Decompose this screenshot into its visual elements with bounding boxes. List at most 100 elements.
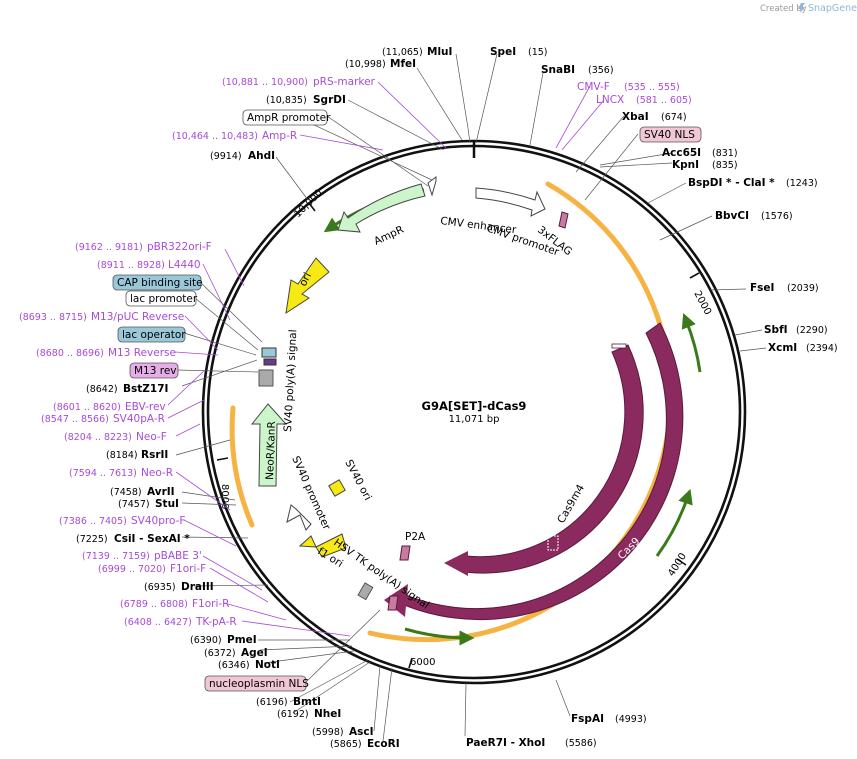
svg-text:FseI: FseI — [750, 282, 774, 294]
primer-f1f[interactable]: (6999 .. 7020) F1ori-F — [98, 563, 206, 575]
tick-6000: 6000 — [410, 657, 435, 668]
enzyme-avrii[interactable]: (7458) AvrII — [110, 486, 175, 498]
enzyme-bmti[interactable]: (6196) BmtI — [256, 696, 321, 708]
cas9m4-arrow — [464, 344, 644, 574]
svg-text:TK-pA-R: TK-pA-R — [195, 616, 237, 628]
enzyme-draiii[interactable]: (6935) DraIII — [144, 581, 214, 593]
sv40-promoter-label: SV40 promoter — [289, 454, 332, 532]
svg-text:DraIII: DraIII — [181, 581, 214, 593]
svg-text:(8184): (8184) — [106, 450, 138, 461]
svg-text:(10,881 .. 10,900): (10,881 .. 10,900) — [222, 77, 308, 88]
primer-neor[interactable]: (7594 .. 7613) Neo-R — [69, 467, 173, 479]
enzyme-noti[interactable]: (6346) NotI — [218, 659, 280, 671]
primer-f1r[interactable]: (6789 .. 6808) F1ori-R — [120, 598, 229, 610]
svg-text:(10,998): (10,998) — [345, 59, 386, 70]
enzyme-rsrii[interactable]: (8184) RsrII — [106, 449, 168, 461]
svg-text:AgeI: AgeI — [241, 647, 268, 659]
plasmid-name: G9A[SET]-dCas9 — [422, 399, 527, 413]
box-leader-lines — [176, 115, 639, 684]
primer-lncx[interactable]: LNCX (581 .. 605) — [596, 94, 692, 106]
enzyme-asci[interactable]: (5998) AscI — [312, 726, 374, 738]
svg-text:F1ori-R: F1ori-R — [192, 598, 229, 610]
svg-text:CMV-F: CMV-F — [577, 81, 610, 93]
enzyme-pmei[interactable]: (6390) PmeI — [190, 634, 257, 646]
box-nucleoplasmin-nls[interactable]: nucleoplasmin NLS — [204, 675, 309, 692]
tick-8000: 8000 — [219, 484, 230, 509]
m13-marker — [263, 358, 277, 366]
svg-text:(6408 .. 6427): (6408 .. 6427) — [124, 617, 192, 628]
sv40-ori-marker — [328, 479, 346, 497]
svg-text:(8547 .. 8566): (8547 .. 8566) — [41, 414, 109, 425]
primer-pbr322[interactable]: (9162 .. 9181) pBR322ori-F — [75, 241, 212, 253]
enzyme-paer7i[interactable]: PaeR7I - XhoI (5586) — [466, 737, 597, 749]
svg-text:CsiI - SexAI *: CsiI - SexAI * — [114, 533, 190, 545]
enzyme-kpni[interactable]: KpnI (835) — [672, 159, 738, 171]
primer-prs-marker[interactable]: (10,881 .. 10,900) pRS-marker — [222, 76, 376, 88]
primer-m13puc[interactable]: (8693 .. 8715) M13/pUC Reverse — [19, 311, 184, 323]
enzyme-mfei[interactable]: (10,998) MfeI — [345, 58, 416, 70]
ampr-label: AmpR — [372, 224, 406, 248]
hsvtk-label: HSV TK poly(A) signal — [331, 537, 431, 612]
enzyme-stui[interactable]: (7457) StuI — [118, 498, 179, 510]
svg-text:(7458): (7458) — [110, 487, 142, 498]
enzyme-agei[interactable]: (6372) AgeI — [204, 647, 268, 659]
enzyme-bstz17i[interactable]: (8642) BstZ17I — [86, 383, 168, 395]
enzyme-nhei[interactable]: (6192) NheI — [277, 708, 341, 720]
enzyme-xcmi[interactable]: XcmI (2394) — [768, 342, 838, 354]
primer-sv40pro[interactable]: (7386 .. 7405) SV40pro-F — [59, 515, 185, 527]
snapgene-logo-icon — [798, 3, 805, 13]
enzyme-acc65i[interactable]: Acc65I (831) — [662, 147, 738, 159]
svg-text:nucleoplasmin NLS: nucleoplasmin NLS — [209, 678, 309, 690]
enzyme-mlui[interactable]: (11,065) MluI — [382, 46, 452, 58]
enzyme-sgrdi[interactable]: (10,835) SgrDI — [266, 94, 346, 106]
svg-text:L4440: L4440 — [168, 259, 201, 271]
svg-text:(7225): (7225) — [76, 534, 108, 545]
neokan-arrow — [250, 403, 288, 487]
enzyme-bspdi[interactable]: BspDI * - ClaI * (1243) — [688, 177, 818, 189]
primer-ebv[interactable]: (8601 .. 8620) EBV-rev — [53, 401, 166, 413]
enzyme-snabi[interactable]: SnaBI (356) — [541, 64, 614, 76]
primer-cmvf[interactable]: CMV-F (535 .. 555) — [577, 81, 680, 93]
box-lac-operator[interactable]: lac operator — [117, 326, 186, 343]
svg-text:SV40 NLS: SV40 NLS — [644, 129, 695, 141]
primer-leader-lines — [167, 81, 605, 637]
primer-pbabe[interactable]: (7139 .. 7159) pBABE 3' — [82, 550, 202, 562]
box-lac-promoter[interactable]: lac promoter — [125, 290, 198, 307]
enzyme-xbai[interactable]: XbaI (674) — [622, 111, 687, 123]
enzyme-spei[interactable]: SpeI (15) — [490, 46, 548, 58]
svg-text:(7386 .. 7405): (7386 .. 7405) — [59, 516, 127, 527]
primer-l4440[interactable]: (8911 .. 8928) L4440 — [97, 259, 201, 271]
enzyme-fsei[interactable]: FseI (2039) — [750, 282, 819, 294]
enzyme-bbvci[interactable]: BbvCI (1576) — [715, 210, 793, 222]
box-m13-rev[interactable]: M13 rev — [129, 362, 179, 379]
enzyme-ecori[interactable]: (5865) EcoRI — [330, 738, 400, 750]
svg-text:BspDI * - ClaI *: BspDI * - ClaI * — [688, 177, 775, 189]
enzyme-fspai[interactable]: FspAI (4993) — [571, 713, 647, 725]
primer-neof[interactable]: (8204 .. 8223) Neo-F — [64, 431, 167, 443]
enzyme-sbfi[interactable]: SbfI (2290) — [764, 324, 828, 336]
p2a-label: P2A — [405, 531, 426, 543]
cas9-arrow — [394, 322, 684, 621]
box-ampr-promoter[interactable]: AmpR promoter — [242, 109, 331, 126]
green-arrow-2 — [681, 313, 702, 373]
svg-text:NotI: NotI — [255, 659, 280, 671]
box-cap-binding-site[interactable]: CAP binding site — [112, 274, 203, 291]
enzyme-ahdi[interactable]: (9914) AhdI — [210, 150, 275, 162]
primer-tkpa[interactable]: (6408 .. 6427) TK-pA-R — [124, 616, 237, 628]
green-arrow-3 — [655, 488, 693, 557]
box-sv40-nls[interactable]: SV40 NLS — [639, 126, 702, 143]
primer-m13reverse[interactable]: (8680 .. 8696) M13 Reverse — [36, 347, 176, 359]
svg-text:(831): (831) — [712, 148, 738, 159]
svg-text:(2039): (2039) — [787, 283, 819, 294]
svg-text:M13 Reverse: M13 Reverse — [108, 347, 176, 359]
primer-sv40pa[interactable]: (8547 .. 8566) SV40pA-R — [41, 413, 165, 425]
svg-text:LNCX: LNCX — [596, 94, 624, 106]
primer-ampr[interactable]: (10,464 .. 10,483) Amp-R — [172, 130, 297, 142]
svg-text:AvrII: AvrII — [147, 486, 175, 498]
enzyme-csii[interactable]: (7225) CsiI - SexAI * — [76, 533, 190, 545]
svg-text:lac operator: lac operator — [122, 329, 186, 341]
svg-text:(1243): (1243) — [786, 178, 818, 189]
svg-text:(8693 .. 8715): (8693 .. 8715) — [19, 312, 87, 323]
svg-text:StuI: StuI — [155, 498, 179, 510]
